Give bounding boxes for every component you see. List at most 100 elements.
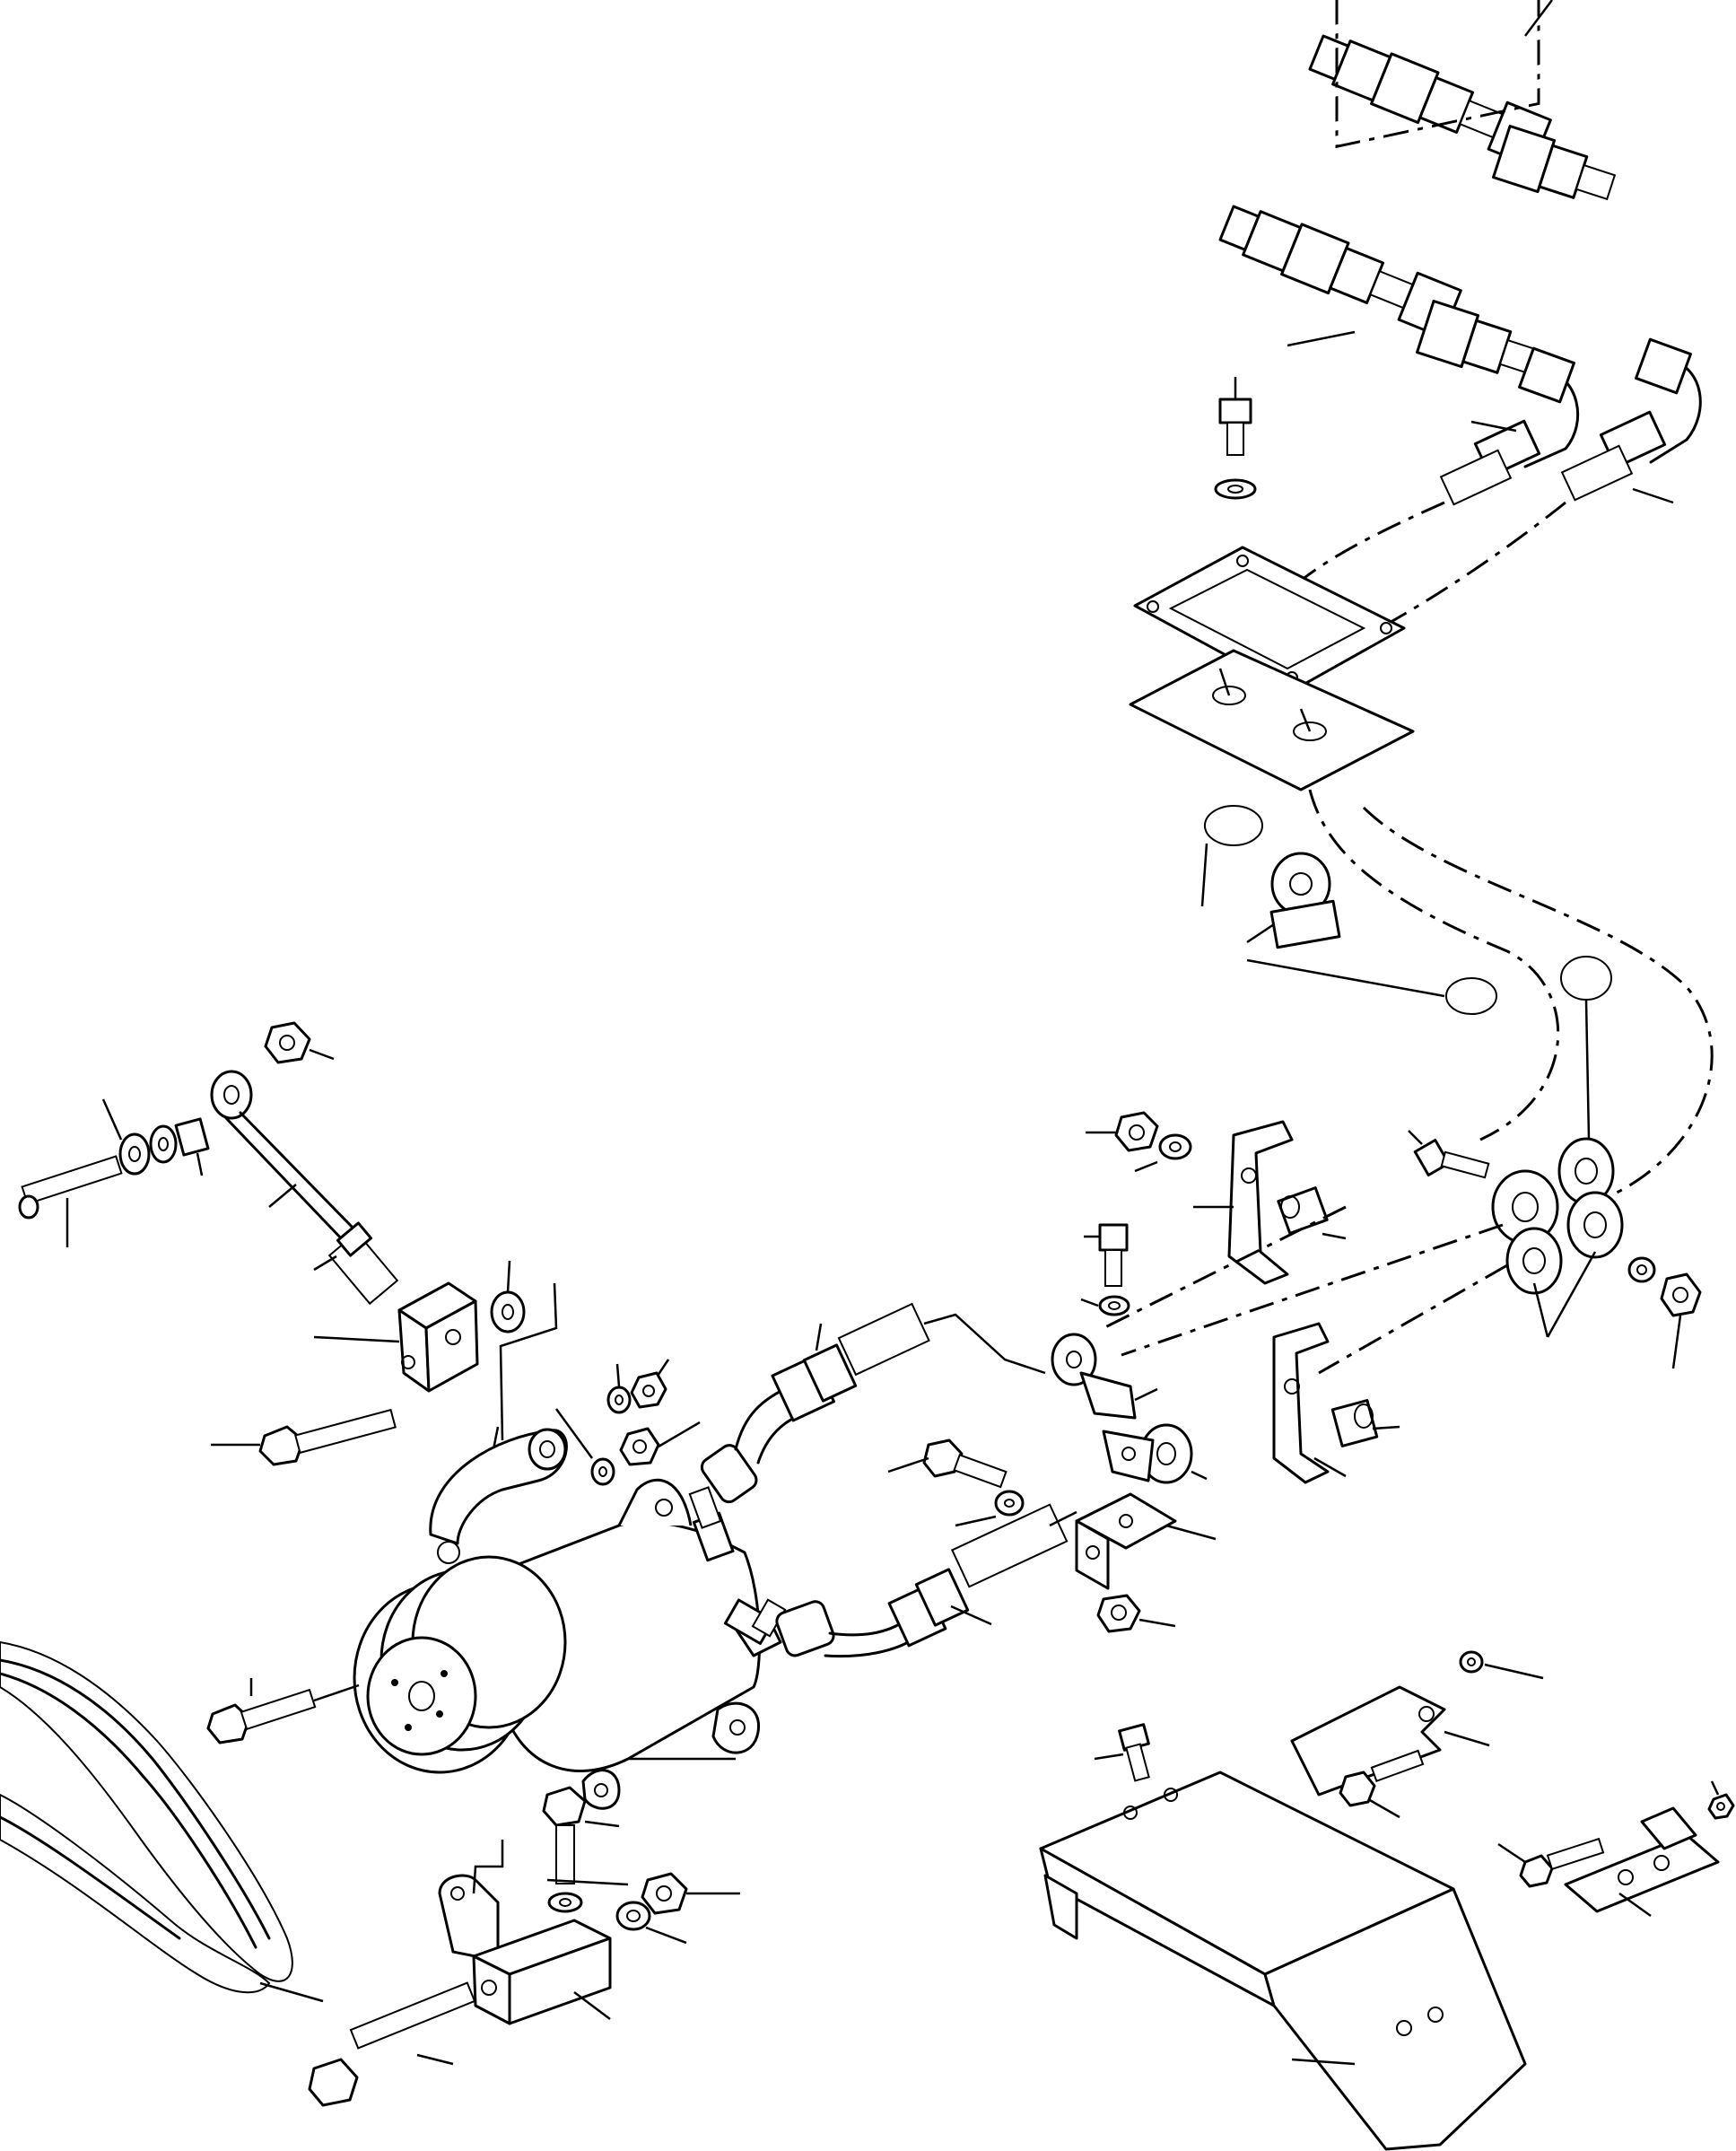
leader-line: [313, 1335, 400, 1343]
o-ring: [1200, 805, 1263, 907]
leader-line: [1246, 958, 1445, 998]
leader-line: [1218, 668, 1231, 696]
leader-line: [1138, 1618, 1176, 1628]
leader-line: [506, 1260, 511, 1293]
leader-line: [1165, 1524, 1217, 1541]
clamp: [1330, 1399, 1400, 1447]
leader-line: [1291, 2058, 1356, 2066]
washer: [1080, 1295, 1130, 1316]
hose-upper: [1439, 346, 1580, 506]
leader-line: [1632, 487, 1674, 504]
leader-line: [313, 1255, 337, 1272]
tension-block: [313, 1281, 479, 1393]
leader-line: [1497, 1842, 1526, 1864]
bolt: [1084, 1223, 1129, 1287]
nut: [174, 1117, 210, 1176]
leader-line: [1484, 1663, 1544, 1680]
bolt: [887, 1438, 1008, 1489]
bolt: [1094, 1723, 1150, 1782]
clamp: [1246, 852, 1341, 949]
leader-line: [1134, 1160, 1158, 1173]
bolt: [542, 1786, 620, 1884]
clamp: [1051, 1333, 1158, 1420]
leader-line: [196, 1152, 204, 1176]
leader-line: [1524, 0, 1553, 37]
leader-line: [1444, 1730, 1490, 1747]
nut: [641, 1872, 740, 1915]
leader-line: [1049, 1510, 1077, 1527]
leader-line: [1200, 843, 1208, 907]
leader-line: [1671, 1315, 1682, 1369]
clamp: [1277, 1186, 1347, 1240]
nut: [1627, 1256, 1656, 1283]
mounting-block: [438, 1840, 612, 2025]
leader-line: [554, 1408, 594, 1459]
leader-line: [645, 1926, 687, 1945]
bolt: [1218, 377, 1252, 456]
leader-line: [887, 1456, 929, 1473]
nut: [1086, 1111, 1159, 1152]
leader-line: [1299, 708, 1312, 732]
leader-line: [1080, 1298, 1099, 1307]
leader-line: [1532, 1282, 1549, 1338]
leader-line: [1313, 1456, 1347, 1478]
nut: [490, 1260, 526, 1333]
nut: [1096, 1594, 1176, 1633]
nut: [1459, 1650, 1544, 1680]
bolt: [211, 1408, 397, 1466]
leader-line: [1710, 1780, 1720, 1796]
leader-line: [955, 1515, 997, 1527]
bolt: [308, 1981, 476, 2107]
washer: [149, 1124, 178, 1164]
o-ring: [1246, 958, 1497, 1015]
leader-line: [1094, 1753, 1124, 1761]
leader-line: [1372, 1425, 1400, 1430]
leader-line: [573, 1991, 611, 2020]
leader-line: [101, 1098, 123, 1141]
adjusting-rod: [210, 1070, 399, 1306]
leader-line: [815, 1323, 823, 1351]
compressor: [429, 1428, 787, 1810]
leader-line: [546, 1878, 629, 1886]
leader-line: [1191, 1470, 1208, 1481]
washer: [546, 1878, 629, 1913]
bracket: [1272, 1322, 1347, 1484]
fitting-assembly-upper: [1308, 0, 1617, 201]
leader-line: [1618, 1892, 1652, 1918]
washer: [1214, 478, 1257, 500]
plate: [1564, 1806, 1720, 1918]
hose-lower: [1560, 337, 1702, 504]
gasket-plate: [1133, 546, 1406, 693]
leader-line: [1287, 330, 1356, 347]
bolt: [18, 1155, 123, 1247]
drive-belt: [0, 1640, 324, 2003]
leader-line: [268, 1184, 297, 1208]
washer: [615, 1901, 687, 1945]
bolt: [206, 1678, 317, 1744]
leader-line: [1408, 1130, 1423, 1145]
guard-bracket: [1290, 1685, 1490, 1797]
leader-line: [656, 1359, 670, 1377]
leader-line: [584, 1820, 620, 1828]
washer: [955, 1490, 1025, 1527]
compressor-pulley: [353, 1555, 567, 1774]
leader-line: [416, 2053, 454, 2066]
bracket: [1075, 1492, 1217, 1590]
discharge-hose: [775, 1503, 1077, 1658]
leader-line: [259, 1981, 324, 2003]
washer: [101, 1098, 151, 1176]
washer: [1134, 1133, 1192, 1173]
bracket: [1193, 1120, 1294, 1285]
bolt: [1339, 1749, 1425, 1819]
nut: [630, 1359, 670, 1409]
clamp: [1102, 1423, 1208, 1484]
nut: [1707, 1780, 1735, 1820]
leader-line: [1322, 1232, 1347, 1240]
nut: [264, 1021, 335, 1064]
leader-line: [1134, 1387, 1158, 1402]
leader-line: [615, 1363, 621, 1387]
washer: [606, 1363, 632, 1414]
leader-line: [309, 1048, 335, 1061]
leader-line: [658, 1421, 701, 1448]
